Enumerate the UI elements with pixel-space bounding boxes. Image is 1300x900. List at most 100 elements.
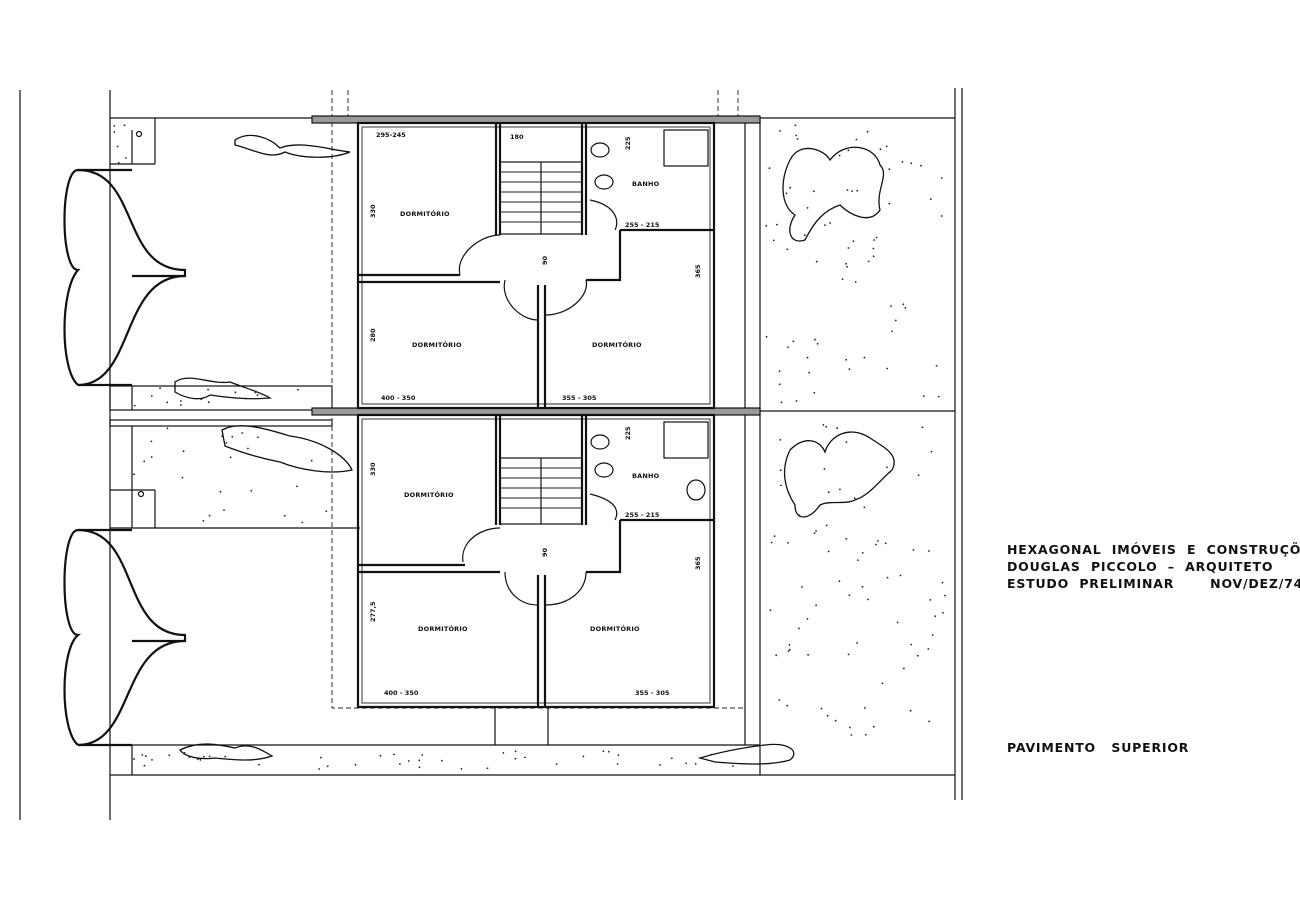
stipple-dot [836, 427, 839, 430]
stipple-dot [886, 367, 889, 370]
arched-entrance-walls [63, 168, 187, 747]
stipple-dot [910, 162, 913, 165]
stipple-dot [864, 733, 867, 736]
stipple-dot [806, 618, 809, 620]
stipple-dot [886, 576, 889, 579]
stipple-dot [203, 755, 205, 758]
stipple-dot [815, 260, 818, 263]
stipple-dot [944, 594, 946, 597]
stipple-dot [685, 762, 688, 765]
stipple-dot [927, 648, 930, 650]
stipple-dot [786, 704, 789, 707]
stipple-dot [872, 725, 875, 728]
stipple-dot [856, 189, 859, 192]
stipple-dot [787, 650, 790, 652]
stipple-dot [694, 762, 697, 765]
stipple-dot [224, 427, 227, 430]
stipple-dot [845, 441, 848, 443]
stipple-dot [207, 401, 210, 404]
stipple-dot [123, 124, 126, 127]
stipple-dot [780, 401, 783, 404]
stipple-dot [890, 305, 892, 307]
stipple-dot [806, 356, 809, 359]
dimension: 277,5 [369, 601, 377, 622]
stipple-dot [181, 476, 184, 479]
stipple-dot [150, 456, 153, 458]
dimension: 330 [369, 462, 377, 476]
stipple-dot [616, 763, 619, 765]
stipple-dot [822, 424, 825, 426]
stipple-dot [846, 265, 848, 268]
stipple-dot [207, 388, 210, 391]
stipple-dot [829, 222, 831, 224]
company-name: HEXAGONAL IMÓVEIS E CONSTRUÇÕES [1007, 542, 1300, 557]
stipple-dot [326, 765, 329, 768]
stipple-dot [903, 667, 905, 670]
stipple-dot [861, 552, 864, 554]
stipple-dot [407, 760, 410, 762]
stipple-dot [909, 709, 912, 712]
dimension: 400 - 350 [384, 689, 419, 697]
stipple-dot [928, 550, 930, 552]
stipple-dot [418, 759, 421, 762]
stipple-dot [779, 130, 781, 132]
stipple-dot [894, 319, 897, 322]
stipple-dot [827, 491, 830, 494]
stipple-dot [778, 699, 781, 701]
stipple-dot [847, 149, 850, 152]
stipple-dot [150, 440, 153, 443]
stipple-dot [607, 750, 610, 753]
stipple-dot [873, 239, 875, 241]
stipple-dot [881, 682, 884, 685]
stipple-dot [133, 473, 135, 476]
stipple-dot [838, 154, 841, 157]
stipple-dot [854, 281, 857, 283]
dimension: 400 - 350 [381, 394, 416, 402]
stipple-dot [848, 368, 851, 371]
stipple-dot [856, 642, 858, 644]
stipple-dot [934, 615, 937, 618]
stipple-dot [780, 484, 782, 487]
landscape-shapes [174, 134, 895, 765]
stipple-dot [787, 542, 789, 544]
stipple-dot [845, 262, 847, 265]
stipple-dot [133, 758, 135, 760]
stipple-dot [813, 190, 815, 193]
stipple-dot [318, 768, 321, 770]
stipple-dot [931, 634, 934, 636]
stipple-dot [855, 138, 858, 141]
stipple-dot [801, 586, 803, 588]
stipple-dot [231, 435, 234, 438]
stipple-dot [877, 540, 879, 542]
study-date: ESTUDO PRELIMINAR NOV/DEZ/74 [1007, 576, 1300, 591]
stipple-dot [199, 759, 202, 761]
stipple-dot [815, 530, 817, 532]
stipple-dot [224, 755, 227, 758]
stipple-dot [772, 239, 775, 242]
stipple-dot [182, 450, 185, 453]
stipple-dot [113, 131, 116, 133]
stipple-dot [841, 278, 844, 280]
stipple-dot [379, 754, 382, 757]
stipple-dot [815, 604, 817, 607]
dimension: 330 [369, 204, 377, 218]
stipple-dot [166, 427, 169, 430]
stipple-dot [942, 612, 944, 614]
stipple-dot [872, 255, 875, 258]
stipple-dot [850, 734, 853, 736]
stipple-dot [602, 750, 605, 753]
stipple-dot [524, 756, 526, 759]
stipple-dot [816, 342, 819, 345]
room-label: DORMITÓRIO [400, 209, 450, 218]
stipple-dot [460, 768, 463, 770]
stipple-dot [940, 215, 943, 217]
stipple-dot [848, 726, 851, 729]
stipple-dot [250, 489, 253, 492]
room-label: DORMITÓRIO [590, 624, 640, 633]
stipple-dot [247, 447, 249, 450]
dimension: 255 - 215 [625, 221, 660, 229]
room-label: DORMITÓRIO [412, 340, 462, 349]
stipple-dot [208, 755, 211, 758]
stipple-dot [929, 599, 932, 601]
